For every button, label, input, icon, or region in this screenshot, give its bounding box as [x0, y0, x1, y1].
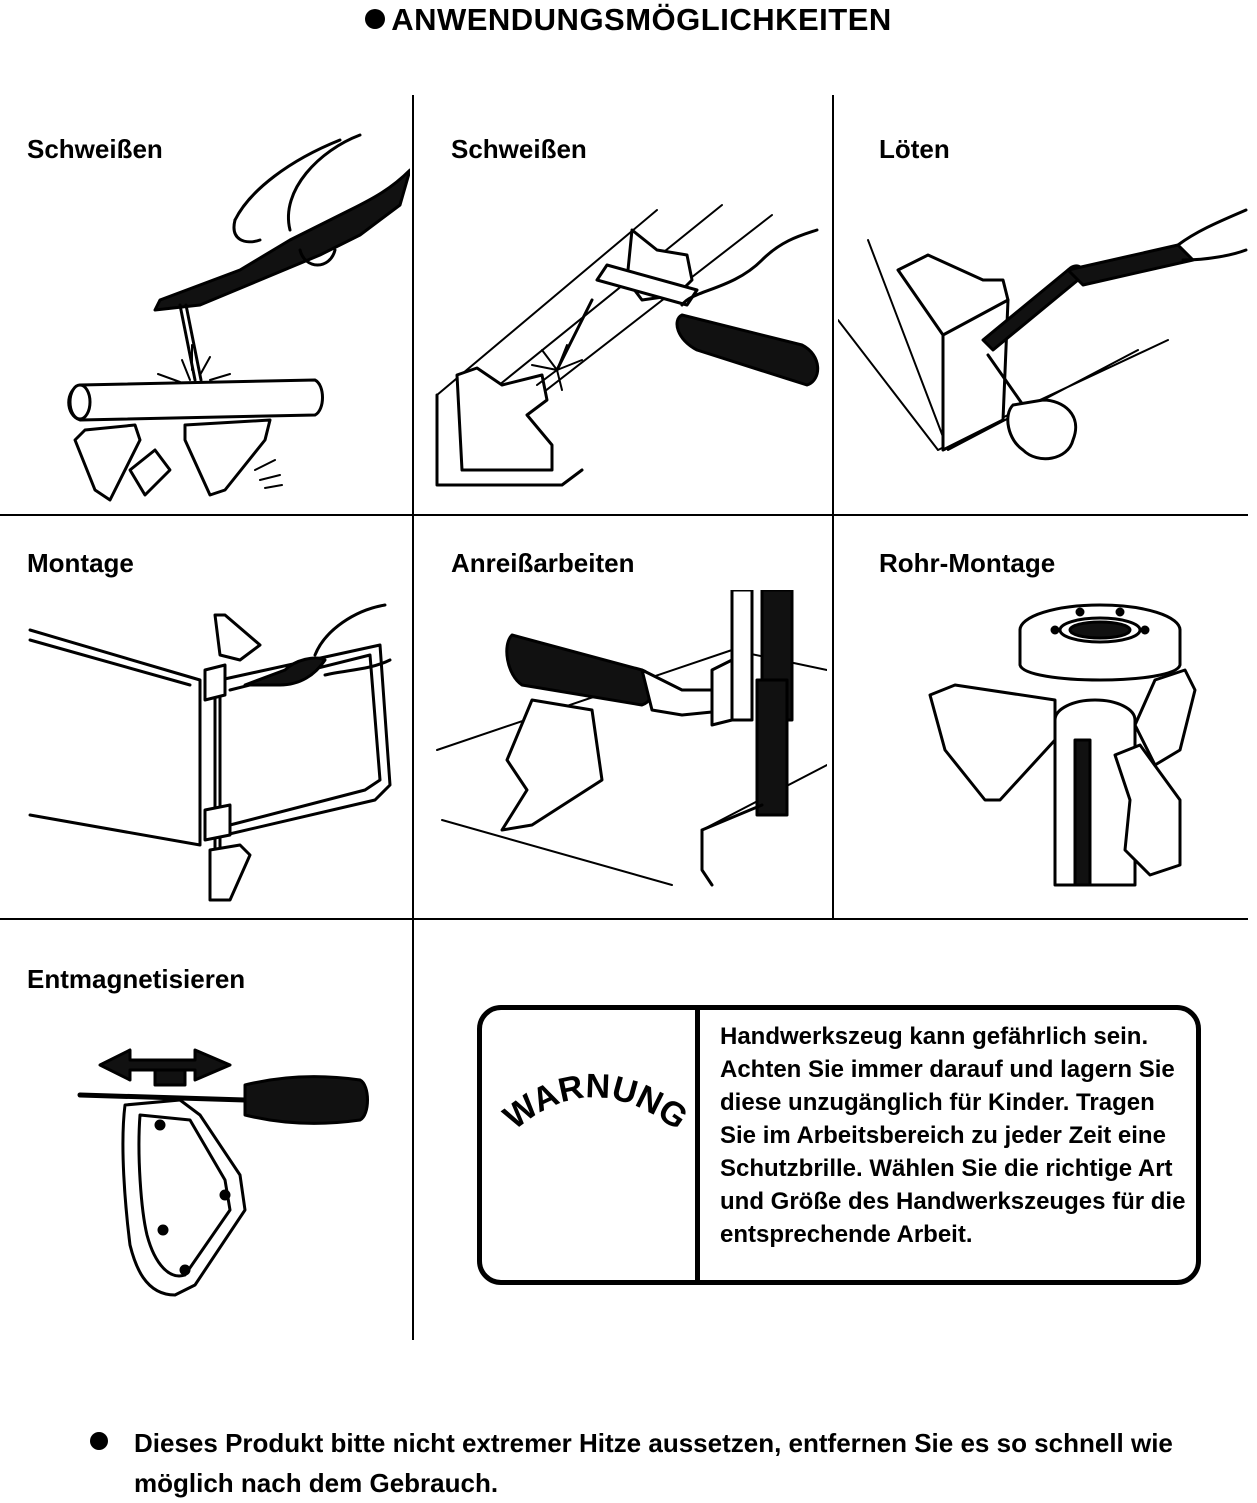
- cell-label-pipe-assembly: Rohr-Montage: [879, 548, 1056, 578]
- welding-pipe-illustration: [60, 130, 410, 510]
- footer-note: Dieses Produkt bitte nicht extremer Hitz…: [134, 1428, 1173, 1498]
- cell-label-soldering: Löten: [879, 134, 950, 164]
- bullet-icon: [365, 8, 386, 29]
- cell-label-welding-1: Schweißen: [27, 134, 163, 164]
- cell-label-demagnetize: Entmagnetisieren: [27, 964, 246, 994]
- soldering-illustration: [838, 200, 1248, 500]
- pipe-assembly-illustration: [925, 600, 1225, 895]
- warning-heading: WARNUNG: [497, 1067, 695, 1137]
- warning-box: WARNUNG Handwerkszeug kann gefährlich se…: [477, 1005, 1201, 1285]
- bullet-icon: [90, 1432, 108, 1450]
- grid-divider-vertical-1: [412, 95, 414, 1340]
- warning-heading-arc: WARNUNG: [492, 1050, 695, 1140]
- grid-divider-horizontal-2: [0, 918, 1248, 920]
- cell-label-assembly: Montage: [27, 548, 134, 578]
- svg-text:WARNUNG: WARNUNG: [497, 1067, 692, 1137]
- warning-divider: [695, 1010, 700, 1280]
- assembly-illustration: [25, 600, 400, 905]
- page-title-text: ANWENDUNGSMÖGLICHKEITEN: [391, 2, 892, 37]
- marking-illustration: [432, 590, 827, 895]
- welding-corner-illustration: [432, 200, 827, 500]
- warning-text: Handwerkszeug kann gefährlich sein. Acht…: [720, 1023, 1186, 1248]
- grid-divider-horizontal-1: [0, 514, 1248, 516]
- demagnetize-illustration: [75, 1045, 375, 1300]
- cell-label-welding-2: Schweißen: [451, 134, 587, 164]
- page-title: ANWENDUNGSMÖGLICHKEITEN: [0, 2, 1257, 38]
- cell-label-marking: Anreißarbeiten: [451, 548, 635, 578]
- grid-divider-vertical-2: [832, 95, 834, 920]
